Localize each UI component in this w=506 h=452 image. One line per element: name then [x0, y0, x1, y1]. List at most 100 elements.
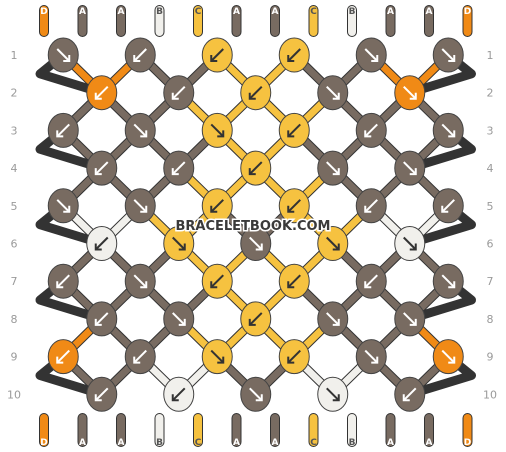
strand-label-top: A	[233, 7, 240, 17]
strand-label-bottom: A	[387, 438, 394, 448]
row-number-left: 6	[11, 238, 18, 251]
arrow-down-left-icon	[403, 387, 417, 402]
strand-label-top: A	[426, 7, 433, 17]
row-number-right: 8	[487, 313, 494, 326]
strand-label-top: A	[79, 7, 86, 17]
arrow-down-right-icon	[326, 387, 340, 402]
arrow-down-right-icon	[210, 123, 224, 138]
knot	[317, 75, 349, 111]
row-number-left: 7	[11, 275, 18, 288]
arrow-down-left-icon	[56, 274, 70, 288]
row-number-left: 3	[11, 124, 18, 137]
knot	[86, 226, 118, 261]
knot	[201, 112, 233, 148]
knot	[47, 188, 79, 224]
arrow-down-right-icon	[403, 236, 417, 251]
arrow-down-left-icon	[172, 85, 186, 100]
arrow-down-left-icon	[56, 349, 70, 364]
arrow-down-right-icon	[210, 349, 224, 364]
knot	[124, 188, 156, 224]
knot	[124, 37, 156, 73]
arrow-down-left-icon	[210, 48, 224, 62]
arrow-down-left-icon	[210, 274, 224, 288]
arrow-down-right-icon	[403, 312, 417, 326]
knot	[163, 75, 195, 111]
arrow-down-left-icon	[133, 349, 147, 364]
arrow-down-left-icon	[364, 199, 378, 213]
arrow-down-right-icon	[326, 236, 340, 251]
row-number-right: 3	[487, 124, 494, 137]
knot	[355, 263, 387, 299]
row-number-right: 4	[487, 162, 494, 175]
knot	[201, 263, 233, 299]
knot	[394, 376, 426, 412]
knot	[394, 226, 426, 261]
strand-label-bottom: B	[349, 438, 356, 448]
arrow-down-left-icon	[95, 387, 109, 402]
knot	[317, 376, 349, 412]
arrow-down-left-icon	[210, 199, 224, 213]
knot	[317, 226, 349, 261]
strand-label-top: C	[195, 7, 202, 17]
knot	[240, 150, 272, 186]
arrow-down-right-icon	[441, 349, 455, 364]
arrow-down-left-icon	[249, 312, 263, 326]
strand-label-bottom: C	[195, 438, 202, 448]
knot	[86, 75, 118, 111]
knot	[432, 188, 464, 224]
knot	[355, 112, 387, 148]
strand-label-top: B	[349, 7, 356, 17]
row-number-right: 1	[487, 49, 494, 62]
arrow-down-left-icon	[172, 161, 186, 175]
arrow-down-left-icon	[287, 199, 301, 213]
strand-label-bottom: A	[272, 438, 279, 448]
knot	[317, 301, 349, 337]
arrow-down-right-icon	[56, 199, 70, 213]
row-number-left: 1	[11, 49, 18, 62]
arrow-down-left-icon	[364, 274, 378, 288]
knot	[163, 301, 195, 337]
arrow-down-right-icon	[249, 387, 263, 402]
knot	[163, 226, 195, 261]
row-number-left: 10	[7, 388, 21, 401]
knot	[394, 301, 426, 337]
row-number-right: 5	[487, 200, 494, 213]
knot	[201, 188, 233, 224]
knot	[47, 37, 79, 73]
knot	[240, 75, 272, 111]
strand-label-bottom: A	[118, 438, 125, 448]
knot	[317, 150, 349, 186]
arrow-down-right-icon	[133, 199, 147, 213]
arrow-down-left-icon	[249, 161, 263, 175]
arrow-down-right-icon	[441, 274, 455, 288]
arrow-down-left-icon	[441, 199, 455, 213]
strand-label-bottom: B	[156, 438, 163, 448]
arrow-down-right-icon	[133, 274, 147, 288]
row-number-left: 4	[11, 162, 18, 175]
row-number-left: 5	[11, 200, 18, 213]
strand-label-bottom: D	[464, 438, 471, 448]
arrow-down-left-icon	[172, 387, 186, 402]
knot	[47, 339, 79, 375]
strand-label-bottom: A	[426, 438, 433, 448]
arrow-down-left-icon	[287, 48, 301, 62]
arrow-down-right-icon	[364, 349, 378, 364]
arrow-down-left-icon	[95, 161, 109, 175]
strand-label-bottom: C	[310, 438, 317, 448]
strand-label-bottom: D	[40, 438, 47, 448]
knot	[240, 376, 272, 412]
knot	[278, 37, 310, 73]
knot	[47, 263, 79, 299]
knot	[163, 150, 195, 186]
knot	[278, 339, 310, 375]
row-number-right: 9	[487, 351, 494, 364]
strand-label-top: B	[156, 7, 163, 17]
arrow-down-left-icon	[133, 48, 147, 62]
arrow-down-right-icon	[172, 236, 186, 251]
arrow-down-left-icon	[95, 236, 109, 251]
strand-label-top: A	[387, 7, 394, 17]
arrow-down-left-icon	[287, 349, 301, 364]
knot	[201, 339, 233, 375]
arrow-down-right-icon	[441, 123, 455, 138]
